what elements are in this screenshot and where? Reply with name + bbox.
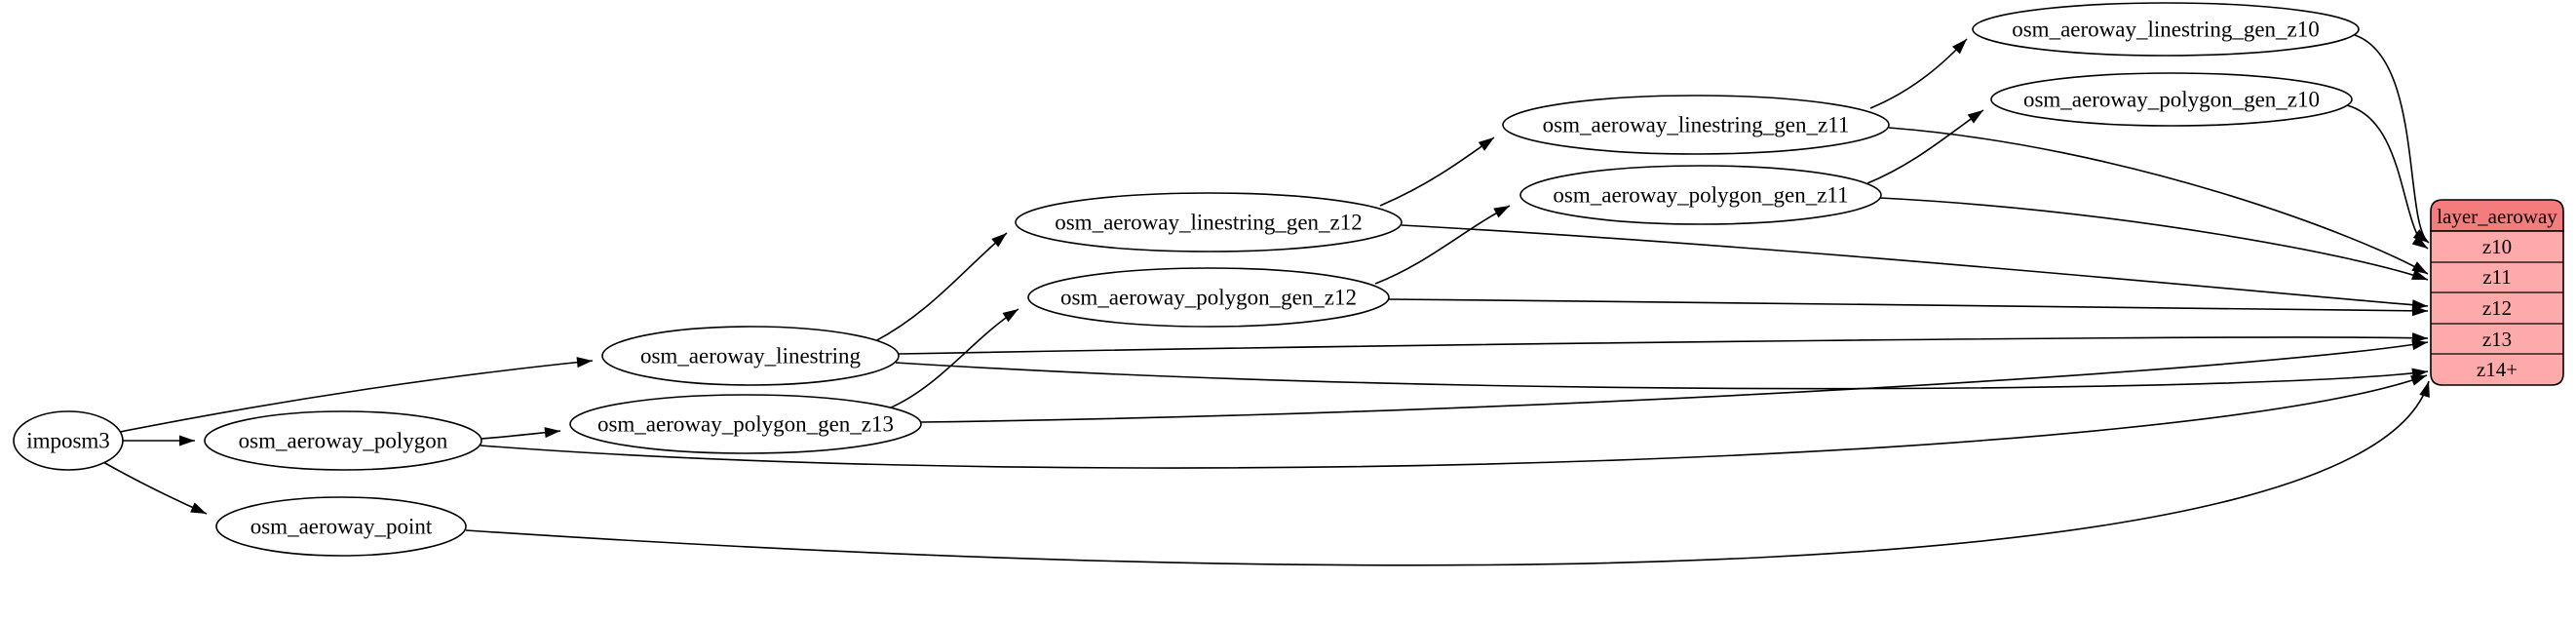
- node-osm_aeroway_linestring: osm_aeroway_linestring: [601, 326, 900, 386]
- node-osm_aeroway_polygon_gen_z11: osm_aeroway_polygon_gen_z11: [1519, 165, 1882, 225]
- edge-imposm3-osm_aeroway_linestring: [119, 357, 594, 433]
- osm_aeroway_polygon-ellipse: [204, 410, 482, 471]
- osm_aeroway_linestring_gen_z12-label: osm_aeroway_linestring_gen_z12: [1055, 211, 1363, 235]
- osm_aeroway_linestring_gen_z11-ellipse: [1502, 95, 1890, 155]
- edge-osm_aeroway_polygon_gen_z13-osm_aeroway_polygon_gen_z12: [888, 308, 1019, 409]
- osm_aeroway_polygon_gen_z10-label: osm_aeroway_polygon_gen_z10: [2023, 88, 2320, 112]
- edge-osm_aeroway_polygon_gen_z12-layer-z12: [1388, 298, 2429, 317]
- osm_aeroway_linestring_gen_z11-label: osm_aeroway_linestring_gen_z11: [1543, 113, 1850, 137]
- osm_aeroway_polygon_gen_z11-ellipse: [1519, 165, 1882, 225]
- edge-osm_aeroway_polygon_gen_z11-osm_aeroway_polygon_gen_z10: [1866, 109, 1984, 184]
- osm_aeroway_polygon_gen_z13-label: osm_aeroway_polygon_gen_z13: [597, 412, 894, 437]
- layer_aeroway-row-z13: z13: [2482, 328, 2512, 351]
- osm_aeroway_polygon_gen_z11-label: osm_aeroway_polygon_gen_z11: [1553, 183, 1848, 208]
- edge-osm_aeroway_polygon-osm_aeroway_polygon_gen_z13: [481, 427, 561, 440]
- edge-osm_aeroway_linestring-osm_aeroway_linestring_gen_z12: [874, 232, 1008, 342]
- edge-osm_aeroway_linestring_gen_z11-osm_aeroway_linestring_gen_z10: [1869, 38, 1968, 109]
- osm_aeroway_linestring-ellipse: [601, 326, 900, 386]
- layer_aeroway-row-z10: z10: [2482, 235, 2512, 258]
- osm_aeroway_point-ellipse: [215, 496, 467, 557]
- edge-osm_aeroway_polygon_gen_z13-layer-z13: [920, 339, 2429, 423]
- edge-osm_aeroway_linestring-layer-z14: [895, 362, 2429, 390]
- edge-osm_aeroway_linestring_gen_z10-layer-z10: [2354, 34, 2430, 244]
- osm_aeroway_linestring_gen_z10-ellipse: [1972, 2, 2360, 57]
- edge-imposm3-osm_aeroway_point: [102, 461, 208, 515]
- imposm3-label: imposm3: [26, 429, 110, 453]
- node-imposm3: imposm3: [13, 410, 124, 471]
- edge-osm_aeroway_linestring-layer-z13: [898, 332, 2429, 355]
- osm_aeroway_polygon_gen_z13-ellipse: [569, 394, 922, 454]
- edge-osm_aeroway_linestring_gen_z11-layer-z11: [1888, 127, 2429, 275]
- osm_aeroway_point-label: osm_aeroway_point: [250, 515, 433, 539]
- imposm3-ellipse: [13, 410, 124, 471]
- edge-osm_aeroway_linestring_gen_z12-osm_aeroway_linestring_gen_z11: [1379, 136, 1495, 207]
- osm_aeroway_polygon_gen_z12-label: osm_aeroway_polygon_gen_z12: [1060, 286, 1357, 310]
- edge-osm_aeroway_polygon_gen_z10-layer-z10: [2346, 104, 2429, 250]
- edge-osm_aeroway_polygon_gen_z11-layer-z11: [1879, 197, 2429, 281]
- edge-osm_aeroway_polygon-layer-z14: [480, 374, 2428, 469]
- osm_aeroway_linestring-label: osm_aeroway_linestring: [640, 344, 862, 369]
- layer_aeroway-header-cell: [2430, 199, 2564, 232]
- layer_aeroway-row-z14plus: z14+: [2477, 358, 2518, 381]
- edge-layer: [102, 34, 2430, 566]
- osm_aeroway_polygon_gen_z10-ellipse: [1990, 72, 2353, 127]
- node-layer_aeroway: layer_aeroway z10 z11 z12 z13 z14+: [2430, 199, 2564, 386]
- node-osm_aeroway_polygon_gen_z13: osm_aeroway_polygon_gen_z13: [569, 394, 922, 454]
- node-osm_aeroway_linestring_gen_z10: osm_aeroway_linestring_gen_z10: [1972, 2, 2360, 57]
- edge-osm_aeroway_point-layer-z14: [465, 380, 2430, 566]
- osm_aeroway_linestring_gen_z12-ellipse: [1015, 192, 1403, 252]
- osm_aeroway_polygon-label: osm_aeroway_polygon: [239, 429, 448, 453]
- layer_aeroway-rows-body: [2430, 230, 2564, 386]
- edge-osm_aeroway_linestring_gen_z12-layer-z12: [1401, 224, 2429, 311]
- node-osm_aeroway_linestring_gen_z11: osm_aeroway_linestring_gen_z11: [1502, 95, 1890, 155]
- node-osm_aeroway_linestring_gen_z12: osm_aeroway_linestring_gen_z12: [1015, 192, 1403, 252]
- node-osm_aeroway_polygon: osm_aeroway_polygon: [204, 410, 482, 471]
- layer_aeroway-row-z11: z11: [2482, 265, 2512, 289]
- osm_aeroway_linestring_gen_z10-label: osm_aeroway_linestring_gen_z10: [2012, 18, 2320, 42]
- layer_aeroway-row-z12: z12: [2482, 296, 2512, 320]
- layer_aeroway-title: layer_aeroway: [2437, 205, 2557, 228]
- edge-osm_aeroway_polygon_gen_z12-osm_aeroway_polygon_gen_z11: [1374, 205, 1511, 285]
- osm_aeroway_polygon_gen_z12-ellipse: [1027, 267, 1390, 328]
- node-osm_aeroway_polygon_gen_z12: osm_aeroway_polygon_gen_z12: [1027, 267, 1390, 328]
- node-osm_aeroway_point: osm_aeroway_point: [215, 496, 467, 557]
- node-osm_aeroway_polygon_gen_z10: osm_aeroway_polygon_gen_z10: [1990, 72, 2353, 127]
